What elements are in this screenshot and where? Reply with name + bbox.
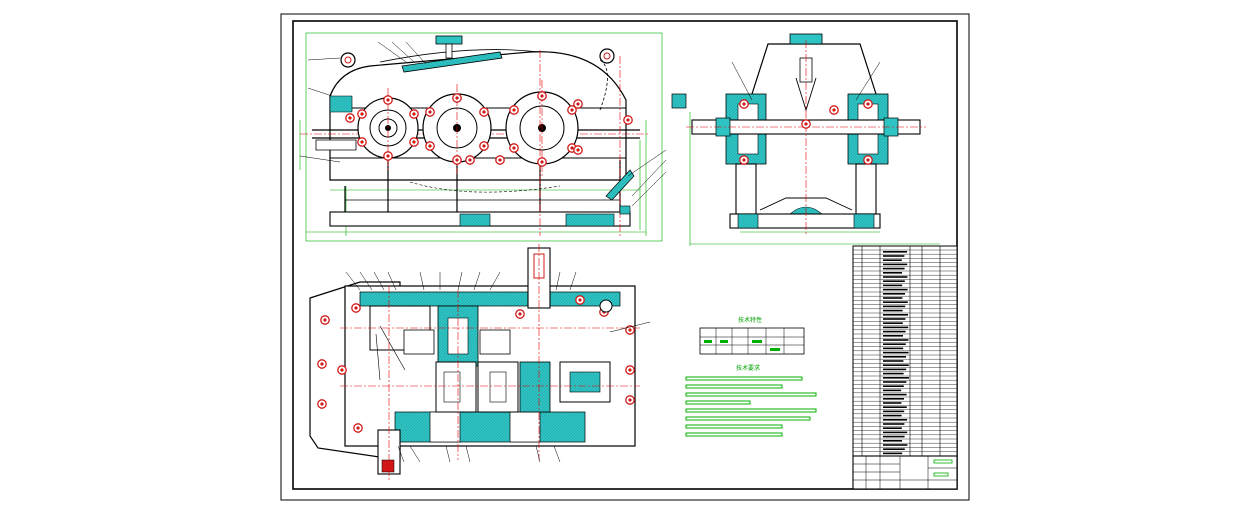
parts-row-mark (883, 309, 903, 312)
parts-row-mark (883, 272, 902, 274)
parts-row-mark (883, 419, 907, 421)
parts-row-mark (883, 423, 905, 425)
parts-row-mark (883, 284, 903, 287)
top-section-view (309, 244, 651, 480)
parts-row-mark (883, 427, 902, 429)
parts-row-mark (883, 255, 905, 257)
front-view (299, 32, 667, 242)
parts-row-mark (883, 288, 908, 291)
parts-row-mark (883, 385, 904, 387)
parts-row-mark (883, 347, 904, 350)
parts-row-mark (883, 368, 907, 371)
parts-row-mark (883, 276, 908, 278)
parts-row-mark (883, 251, 907, 253)
parts-row-mark (883, 440, 902, 442)
parts-row-mark (883, 431, 908, 434)
parts-row-mark (883, 301, 908, 303)
parts-row-mark (883, 293, 905, 295)
parts-row-mark (883, 305, 906, 308)
title-block (852, 455, 958, 490)
parts-row-mark (883, 435, 905, 438)
parts-row-mark (883, 330, 906, 333)
parts-row-mark (883, 326, 909, 329)
parts-row-mark (883, 372, 904, 375)
parts-row-mark (883, 263, 908, 266)
parts-row-mark (883, 444, 908, 446)
parts-row-mark (883, 343, 906, 345)
parts-row-mark (883, 267, 905, 270)
parts-row-mark (883, 364, 909, 366)
technical-characteristics-table: 技术特性 (699, 316, 805, 355)
parts-row-mark (883, 280, 905, 282)
parts-row-mark (883, 381, 907, 383)
dipstick-icon (605, 169, 635, 215)
parts-row-mark (883, 335, 903, 337)
vent-cap-icon (401, 35, 503, 73)
parts-row-mark (883, 402, 902, 404)
parts-row-mark (883, 406, 907, 408)
parts-row-mark (883, 452, 903, 455)
parts-row-mark (883, 314, 908, 316)
parts-row-mark (883, 360, 904, 362)
parts-row-mark (883, 414, 902, 417)
parts-row-mark (883, 389, 902, 392)
parts-row-mark (883, 339, 909, 341)
tech-req-title: 技术要求 (736, 364, 760, 372)
parts-row-mark (883, 393, 907, 396)
tech-table-title: 技术特性 (738, 316, 762, 324)
parts-row-mark (883, 259, 902, 261)
parts-row-mark (883, 410, 905, 413)
side-view (671, 33, 940, 246)
parts-row-mark (883, 322, 903, 324)
parts-row-mark (883, 377, 909, 379)
parts-row-mark (883, 398, 904, 400)
parts-list (852, 245, 958, 459)
parts-row-mark (883, 356, 906, 358)
technical-requirements: 技术要求 (685, 364, 817, 437)
parts-row-mark (883, 297, 903, 299)
lifting-eye-icon (340, 48, 615, 68)
parts-row-mark (883, 351, 909, 354)
parts-row-mark (883, 448, 905, 450)
parts-row-mark (883, 318, 906, 320)
